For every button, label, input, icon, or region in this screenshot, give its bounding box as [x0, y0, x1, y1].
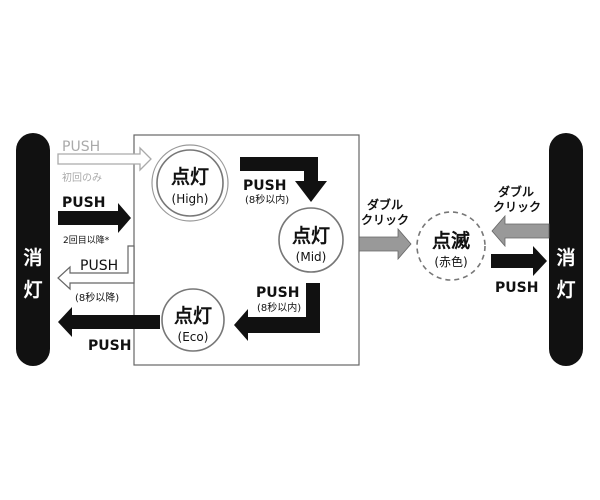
off-push-arrow: PUSH (8秒以降)	[57, 245, 135, 304]
first-push-arrow: PUSH 初回のみ	[57, 139, 152, 184]
right-off-bar: 消 灯	[549, 133, 583, 366]
repeat-push-label: PUSH	[62, 195, 105, 211]
mid-to-eco-label: PUSH	[256, 285, 299, 301]
right-off-label-2: 灯	[556, 279, 575, 301]
state-mid: 点灯 (Mid)	[278, 207, 344, 273]
state-blink-sub: (赤色)	[434, 255, 467, 269]
off-push-label: PUSH	[80, 258, 118, 274]
right-off-label-1: 消	[556, 246, 575, 269]
double-click-out-line1: ダブル	[498, 184, 534, 199]
repeat-push-note: 2回目以降*	[63, 234, 110, 246]
state-high-main: 点灯	[171, 166, 209, 188]
left-off-label-2: 灯	[23, 279, 42, 301]
double-click-in-arrow: ダブル クリック	[358, 197, 412, 261]
left-off-bar: 消 灯	[16, 133, 50, 366]
state-eco-sub: (Eco)	[178, 330, 209, 344]
eco-to-off-arrow: PUSH	[58, 307, 160, 354]
double-click-in-line2: クリック	[361, 213, 409, 227]
state-high: 点灯 (High)	[151, 144, 229, 222]
first-push-note: 初回のみ	[62, 171, 102, 184]
state-high-sub: (High)	[172, 192, 209, 206]
off-push-note: (8秒以降)	[75, 291, 119, 304]
high-to-mid-label: PUSH	[243, 178, 286, 194]
repeat-push-arrow: PUSH 2回目以降*	[58, 195, 131, 246]
eco-to-off-label: PUSH	[88, 338, 131, 354]
mid-to-eco-arrow: PUSH (8秒以内)	[234, 283, 320, 341]
mid-to-eco-note: (8秒以内)	[257, 301, 301, 314]
high-to-mid-arrow: PUSH (8秒以内)	[240, 157, 327, 206]
left-off-label-1: 消	[23, 246, 42, 269]
state-eco-main: 点灯	[174, 305, 212, 327]
right-push-arrow: PUSH	[491, 246, 547, 296]
double-click-out-line2: クリック	[493, 200, 541, 214]
state-eco: 点灯 (Eco)	[161, 288, 225, 352]
state-mid-main: 点灯	[292, 225, 330, 247]
right-push-label: PUSH	[495, 280, 538, 296]
double-click-in-line1: ダブル	[367, 197, 403, 212]
high-to-mid-note: (8秒以内)	[245, 193, 289, 206]
double-click-out-arrow: ダブル クリック	[491, 184, 550, 248]
state-blink: 点滅 (赤色)	[416, 211, 486, 281]
state-mid-sub: (Mid)	[296, 250, 327, 264]
state-blink-main: 点滅	[432, 229, 470, 252]
first-push-label: PUSH	[62, 139, 100, 155]
